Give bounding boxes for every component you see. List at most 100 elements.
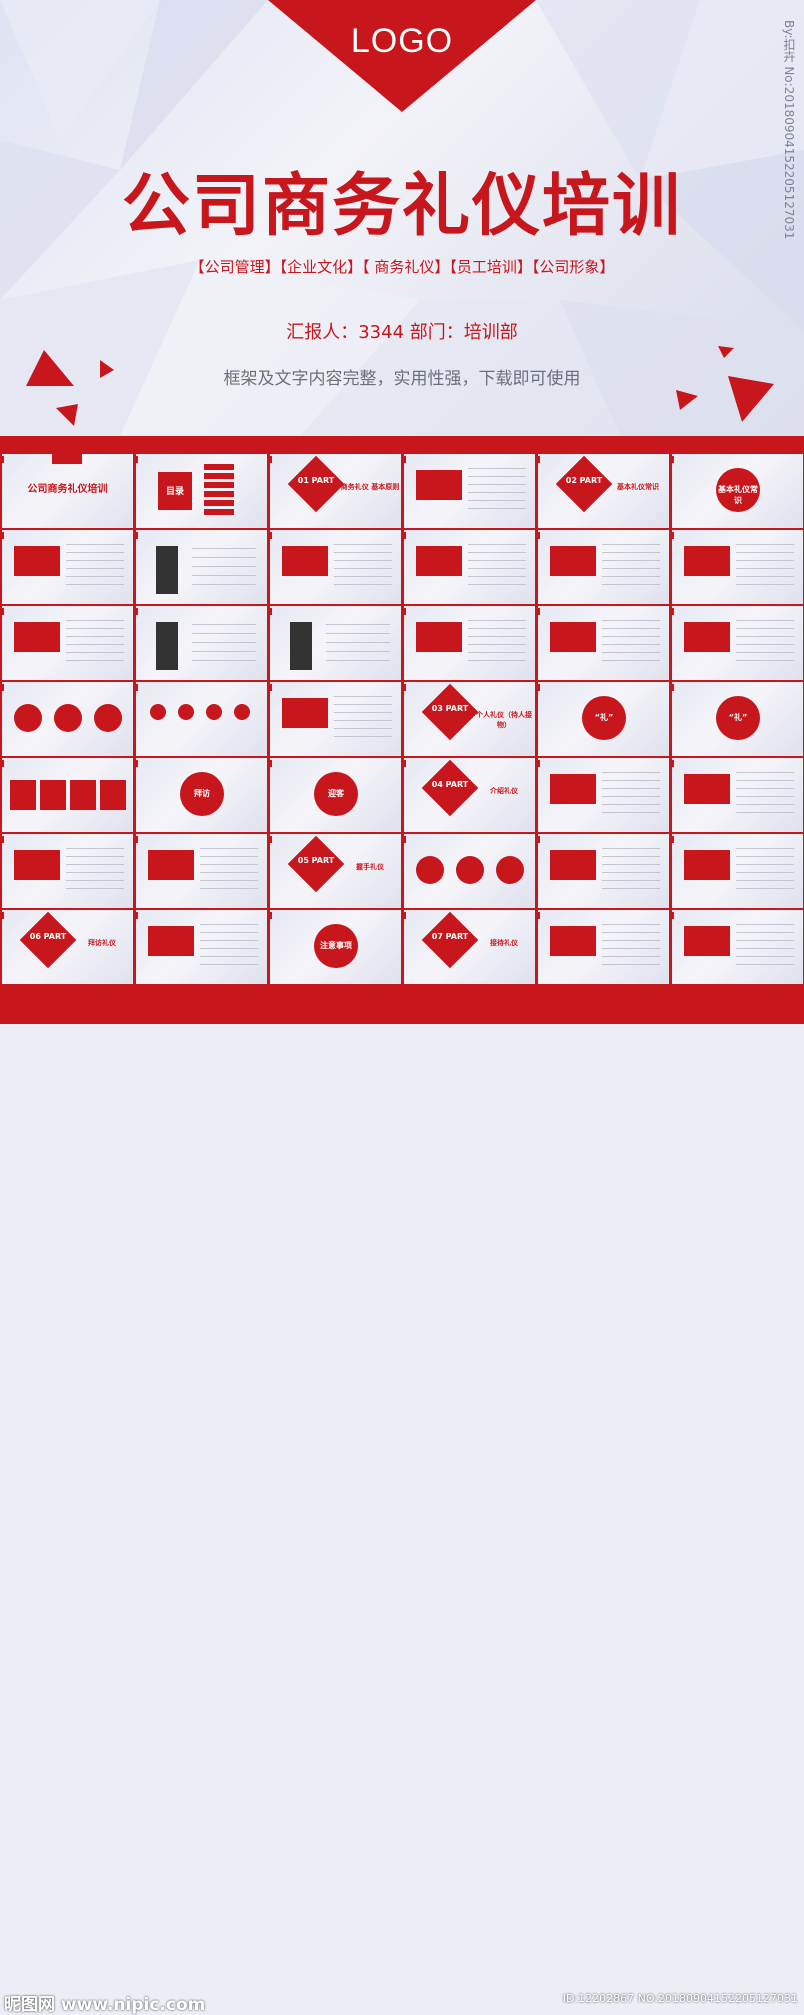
text-line [468,560,526,561]
text-line [468,476,526,477]
slide-thumbnail[interactable] [538,530,669,604]
text-line [736,576,794,577]
part-title: 个人礼仪（待人接物） [476,711,532,729]
text-line [468,552,526,553]
text-line [192,584,256,585]
slide-thumbnail[interactable]: 基本礼仪常识 [672,454,803,528]
content-block [550,546,596,576]
circle-badge [716,468,760,512]
circle-item [94,704,122,732]
slide-header-bar [404,608,406,615]
text-line [736,804,794,805]
logo-banner: LOGO [268,0,536,112]
slide-thumbnail[interactable]: 公司商务礼仪培训 [2,454,133,528]
slide-header-bar [136,836,138,843]
slide-thumbnail[interactable] [672,910,803,984]
slide-thumbnail[interactable]: 目录 [136,454,267,528]
slide-thumbnail[interactable] [2,682,133,756]
part-title: 拜访礼仪 [88,939,116,947]
text-line [736,956,794,957]
slide-thumbnail[interactable] [2,606,133,680]
slide-thumbnail[interactable]: 迎客 [270,758,401,832]
slide-thumbnail[interactable] [672,834,803,908]
slide-header-bar [538,912,540,919]
description-text: 框架及文字内容完整，实用性强，下载即可使用 [223,369,581,389]
hero-cover-slide: LOGO 公司商务礼仪培训 【公司管理】【企业文化】【 商务礼仪】【员工培训】【… [0,0,804,436]
slide-thumbnail[interactable] [136,682,267,756]
slide-thumbnail[interactable] [2,530,133,604]
content-block [282,698,328,728]
slide-header-bar [404,836,406,843]
slide-thumbnail[interactable] [538,910,669,984]
slide-header-bar [2,684,4,691]
circle-badge [314,772,358,816]
slide-thumbnail[interactable] [672,530,803,604]
slide-thumbnail[interactable] [404,834,535,908]
text-line [602,660,660,661]
slide-thumbnail[interactable] [270,682,401,756]
content-block [416,470,462,500]
slide-thumbnail[interactable] [136,606,267,680]
slide-thumbnail[interactable] [136,834,267,908]
text-line [200,940,258,941]
text-line [736,812,794,813]
text-line [200,856,258,857]
text-line [736,888,794,889]
slide-thumbnail[interactable]: “礼” [538,682,669,756]
text-line [66,880,124,881]
slide-thumbnail[interactable] [672,758,803,832]
slide-thumbnail[interactable] [270,606,401,680]
content-block [148,926,194,956]
text-line [468,468,526,469]
text-line [736,660,794,661]
part-title: 接待礼仪 [490,939,518,947]
slide-header-bar [2,532,4,539]
slide-header-bar [672,836,674,843]
text-line [602,848,660,849]
slide-thumbnail[interactable] [136,530,267,604]
text-line [736,948,794,949]
slide-thumbnail[interactable] [538,758,669,832]
slide-thumbnail[interactable]: “礼” [672,682,803,756]
text-line [468,492,526,493]
slide-thumbnail[interactable] [2,758,133,832]
circle-label: “礼” [594,713,614,722]
toc-item [204,491,234,497]
slide-thumbnail[interactable] [404,530,535,604]
slide-thumbnail[interactable]: 拜访 [136,758,267,832]
content-block [550,622,596,652]
content-block [14,622,60,652]
slide-thumbnail[interactable] [672,606,803,680]
slide-header-bar [672,760,674,767]
text-line [468,644,526,645]
slide-thumbnail[interactable] [404,606,535,680]
slide-thumbnail[interactable] [2,834,133,908]
text-line [468,620,526,621]
slide-thumbnail[interactable]: 注意事项 [270,910,401,984]
circle-label: 基本礼仪常识 [718,485,758,505]
text-line [468,660,526,661]
text-line [200,872,258,873]
slide-thumbnail[interactable] [404,454,535,528]
slide-thumbnail[interactable] [136,910,267,984]
slide-title: 公司商务礼仪培训 [27,484,108,495]
text-line [334,544,392,545]
text-line [736,568,794,569]
text-line [200,888,258,889]
slide-thumbnail[interactable] [538,606,669,680]
slide-thumbnail[interactable] [538,834,669,908]
text-line [736,856,794,857]
slide-header-bar [672,608,674,615]
text-line [334,720,392,721]
text-line [200,964,258,965]
slide-thumbnail[interactable] [270,530,401,604]
text-line [602,880,660,881]
slide-header-bar [672,684,674,691]
